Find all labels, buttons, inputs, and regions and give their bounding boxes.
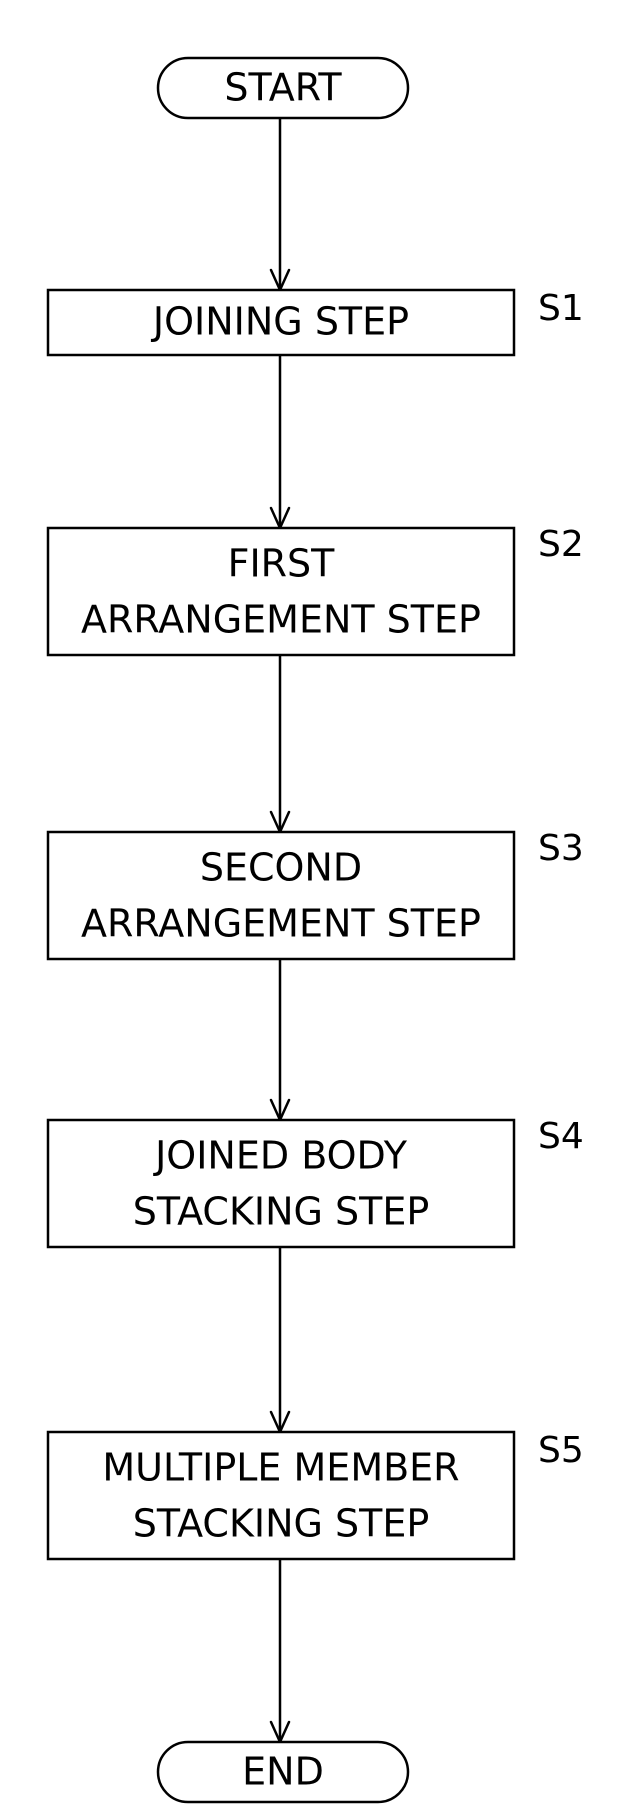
step-s4-text-line-1: JOINED BODY <box>153 1134 408 1178</box>
step-s3: SECOND ARRANGEMENT STEP S3 <box>48 828 584 959</box>
step-s1-text-line-1: JOINING STEP <box>151 300 409 344</box>
step-s5-label: S5 <box>538 1430 584 1471</box>
step-s2: FIRST ARRANGEMENT STEP S2 <box>48 524 584 655</box>
step-s3-text-line-1: SECOND <box>200 846 362 890</box>
step-s5: MULTIPLE MEMBER STACKING STEP S5 <box>48 1430 584 1559</box>
step-s1: JOINING STEP S1 <box>48 288 584 355</box>
step-s3-label: S3 <box>538 828 584 869</box>
step-s4-text-line-2: STACKING STEP <box>133 1190 430 1234</box>
step-s2-label: S2 <box>538 524 584 565</box>
step-s4: JOINED BODY STACKING STEP S4 <box>48 1116 584 1247</box>
start-terminal: START <box>158 58 408 118</box>
end-terminal-label: END <box>242 1750 324 1794</box>
step-s1-label: S1 <box>538 288 584 329</box>
start-terminal-label: START <box>224 66 342 110</box>
step-s5-text-line-1: MULTIPLE MEMBER <box>102 1446 459 1490</box>
step-s4-label: S4 <box>538 1116 584 1157</box>
step-s2-text-line-2: ARRANGEMENT STEP <box>81 598 481 642</box>
end-terminal: END <box>158 1742 408 1802</box>
step-s2-text-line-1: FIRST <box>228 542 336 586</box>
step-s3-text-line-2: ARRANGEMENT STEP <box>81 902 481 946</box>
step-s5-text-line-2: STACKING STEP <box>133 1502 430 1546</box>
